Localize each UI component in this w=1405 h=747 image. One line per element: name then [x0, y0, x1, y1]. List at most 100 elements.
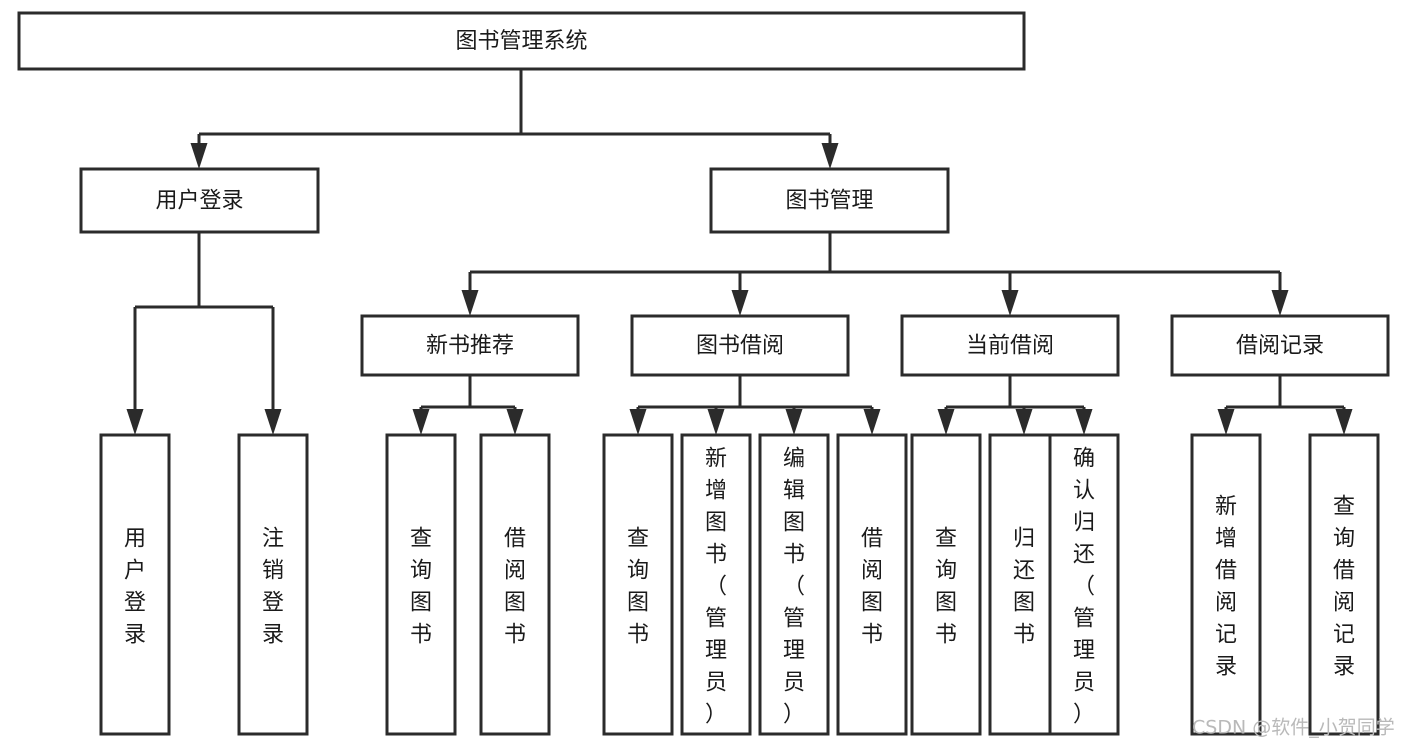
connector-arrow [1217, 407, 1235, 435]
node-label: 当前借阅 [966, 334, 1054, 359]
node-label: 新书推荐 [426, 334, 514, 359]
svg-text:理: 理 [1073, 638, 1095, 663]
svg-text:图: 图 [1013, 590, 1035, 615]
svg-text:确: 确 [1073, 446, 1095, 471]
svg-text:员: 员 [705, 670, 727, 695]
node-user-login[interactable]: 用户登录 [79, 167, 320, 234]
node-current-borrow[interactable]: 当前借阅 [900, 314, 1120, 377]
node-book-borrow[interactable]: 图书借阅 [630, 314, 850, 377]
svg-text:询: 询 [1333, 526, 1355, 551]
connector-arrow [1075, 407, 1093, 435]
node-borrow-record[interactable]: 借阅记录 [1170, 314, 1390, 377]
node-label: 图书管理系统 [455, 29, 587, 54]
svg-text:增: 增 [1215, 526, 1237, 551]
svg-text:图: 图 [627, 590, 649, 615]
svg-text:阅: 阅 [1215, 590, 1237, 615]
node-label-vertical: 用户登录 [124, 526, 146, 647]
svg-text:询: 询 [627, 558, 649, 583]
connector-arrow [785, 407, 803, 435]
svg-text:记: 记 [1333, 622, 1355, 647]
svg-text:阅: 阅 [861, 558, 883, 583]
node-label: 借阅记录 [1236, 334, 1324, 359]
svg-text:查: 查 [1333, 494, 1355, 519]
svg-text:归: 归 [1073, 510, 1095, 535]
svg-text:图: 图 [783, 510, 805, 535]
connector-arrow [707, 407, 725, 435]
svg-text:员: 员 [1073, 670, 1095, 695]
svg-text:登: 登 [124, 590, 146, 615]
node-layer: 图书管理系统用户登录图书管理新书推荐图书借阅当前借阅借阅记录用户登录注销登录查询… [17, 11, 1390, 736]
svg-text:新: 新 [1215, 494, 1237, 519]
connector-arrow [937, 407, 955, 435]
svg-text:还: 还 [1073, 542, 1095, 567]
svg-text:还: 还 [1013, 558, 1035, 583]
svg-text:记: 记 [1215, 622, 1237, 647]
svg-text:管: 管 [783, 606, 805, 631]
svg-text:图: 图 [935, 590, 957, 615]
csdn-watermark: CSDN @软件_小贺同学 [1192, 717, 1395, 739]
svg-text:图: 图 [410, 590, 432, 615]
connector-arrow [1001, 272, 1019, 316]
svg-text:书: 书 [1013, 622, 1035, 647]
svg-text:辑: 辑 [783, 478, 805, 503]
connector-arrow [190, 134, 208, 169]
svg-text:书: 书 [935, 622, 957, 647]
connector-arrow [461, 272, 479, 316]
svg-text:查: 查 [627, 526, 649, 551]
svg-text:书: 书 [861, 622, 883, 647]
svg-text:借: 借 [504, 526, 526, 551]
svg-text:编: 编 [783, 446, 805, 471]
svg-text:（: （ [1073, 574, 1095, 599]
connector-arrow [126, 307, 144, 435]
svg-text:增: 增 [705, 478, 727, 503]
svg-text:）: ） [705, 702, 727, 727]
svg-text:书: 书 [504, 622, 526, 647]
svg-text:员: 员 [783, 670, 805, 695]
node-label: 图书借阅 [696, 334, 784, 359]
connector-arrow [1015, 407, 1033, 435]
node-leaf-user-login[interactable]: 用户登录 [99, 433, 171, 736]
svg-text:理: 理 [705, 638, 727, 663]
svg-text:户: 户 [124, 558, 146, 583]
svg-text:书: 书 [783, 542, 805, 567]
svg-text:管: 管 [1073, 606, 1095, 631]
node-root[interactable]: 图书管理系统 [17, 11, 1026, 71]
svg-text:阅: 阅 [504, 558, 526, 583]
svg-text:询: 询 [410, 558, 432, 583]
svg-text:用: 用 [124, 526, 146, 551]
svg-text:书: 书 [705, 542, 727, 567]
node-book-management[interactable]: 图书管理 [709, 167, 950, 234]
connector-layer [126, 69, 1353, 435]
node-new-book-recommend[interactable]: 新书推荐 [360, 314, 580, 377]
svg-text:销: 销 [262, 558, 284, 583]
watermark-layer: CSDN @软件_小贺同学 [1192, 717, 1395, 739]
svg-text:查: 查 [935, 526, 957, 551]
svg-text:新: 新 [705, 446, 727, 471]
svg-text:图: 图 [861, 590, 883, 615]
svg-text:归: 归 [1013, 526, 1035, 551]
svg-text:（: （ [783, 574, 805, 599]
node-label: 图书管理 [785, 189, 873, 214]
svg-text:借: 借 [1215, 558, 1237, 583]
svg-text:）: ） [783, 702, 805, 727]
